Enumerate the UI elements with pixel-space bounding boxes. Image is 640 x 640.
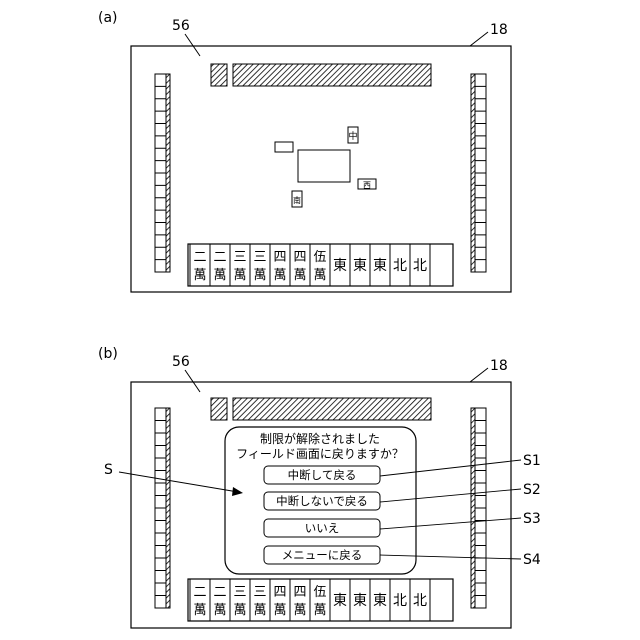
ref-s3: S3 [523,511,541,527]
hand-tile-suit: 萬 [313,603,326,618]
hand-tile-honor: 東 [353,593,367,609]
hand-tile-honor: 東 [373,593,387,609]
leader-56-b [185,370,200,392]
discard-blank [275,142,293,152]
hand-tile-suit: 萬 [213,268,226,283]
hand-tile-honor: 東 [353,258,367,274]
ref-56-a: 56 [172,18,190,34]
dialog-line-1: 制限が解除されました [260,431,380,446]
caption-a: (a) [98,10,118,26]
hand-tile-honor: 東 [333,593,347,609]
ref-56-b: 56 [172,354,190,370]
discard-tile-1-text: 中 [348,130,357,142]
center-table [298,150,350,182]
hand-tile-suit: 萬 [193,603,206,618]
hand-tile-number: 二 [193,250,206,265]
hand-tile-suit: 萬 [293,603,306,618]
hand-tile-suit: 萬 [213,603,226,618]
hand-tile-number: 伍 [313,250,326,265]
hand-tile-suit: 萬 [193,268,206,283]
discard-tile-2-text: 西 [363,181,371,190]
caption-b: (b) [98,346,118,362]
right-wall-b [471,408,486,608]
opponent-tile-single-b [211,398,227,420]
hand-tile-number: 三 [233,250,246,265]
hand-tile-honor: 東 [333,258,347,274]
opponent-tiles-b [233,398,431,420]
hand-tile-number: 三 [253,585,266,600]
left-wall-b [155,408,170,608]
ref-s: S [104,462,113,478]
hand-tile-suit: 萬 [233,268,246,283]
hand-tile-honor: 北 [413,593,427,609]
hand-tile-number: 二 [213,585,226,600]
hand-tile-honor: 北 [413,258,427,274]
ref-s4: S4 [523,552,541,568]
ref-18-a: 18 [490,22,508,38]
player-hand-a: 二萬二萬三萬三萬四萬四萬伍萬東東東北北 [188,244,453,286]
opponent-tiles [233,64,431,86]
hand-tile-suit: 萬 [273,268,286,283]
hand-tile-suit: 萬 [273,603,286,618]
leader-18-b [470,368,488,382]
hand-tile-number: 四 [273,250,286,265]
right-wall-a [471,74,486,272]
ref-18-b: 18 [490,358,508,374]
hand-tile-honor: 東 [373,258,387,274]
hand-tile-number: 三 [253,250,266,265]
hand-tile-suit: 萬 [293,268,306,283]
panel-a: (a) 56 18 中 西 南 二萬二萬三萬三萬四萬四萬伍萬東東東北 [98,10,511,292]
resume-interrupt-label: 中断して戻る [288,468,357,482]
opponent-tile-single [211,64,227,86]
hand-tile-number: 二 [213,250,226,265]
ref-s2: S2 [523,482,541,498]
arrow-s-line [119,472,238,492]
hand-tile-number: 四 [293,585,306,600]
dialog-line-2: フィールド画面に戻りますか？ [236,447,404,461]
hand-tile-number: 四 [273,585,286,600]
discard-tile-3-text: 南 [293,195,301,205]
hand-tile-suit: 萬 [313,268,326,283]
panel-b: (b) 56 18 制限が解除されました フィールド画面に戻りますか？ 中断して… [98,346,541,628]
no-label: いいえ [305,521,340,535]
resume-no-interrupt-label: 中断しないで戻る [276,494,368,508]
leader-56-a [185,34,200,56]
hand-tile-suit: 萬 [253,268,266,283]
leader-18-a [470,32,488,46]
hand-tile-honor: 北 [393,593,407,609]
hand-tile-number: 四 [293,250,306,265]
player-hand-b: 二萬二萬三萬三萬四萬四萬伍萬東東東北北 [188,579,453,621]
left-wall-a [155,74,170,272]
hand-tile-number: 伍 [313,585,326,600]
hand-tile-suit: 萬 [253,603,266,618]
hand-tile-number: 三 [233,585,246,600]
hand-tile-number: 二 [193,585,206,600]
back-to-menu-label: メニューに戻る [282,548,363,562]
hand-tile-suit: 萬 [233,603,246,618]
ref-s1: S1 [523,453,541,469]
hand-tile-honor: 北 [393,258,407,274]
